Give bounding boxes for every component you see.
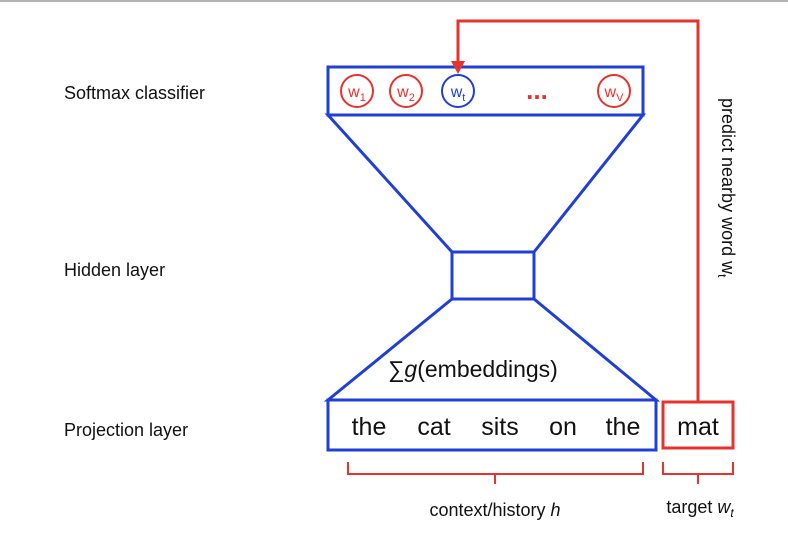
prediction-arrow-line (456, 19, 700, 402)
target-label: target wt (666, 497, 734, 520)
output-w2-text: w2 (396, 84, 415, 104)
prediction-arrow-head (451, 61, 465, 74)
output-wv: wV (597, 74, 631, 108)
predict-nearby-word-label: predict nearby word wt (715, 98, 738, 278)
output-wt-text: wt (450, 84, 466, 104)
output-wt-circle (441, 74, 475, 108)
target-bracket (662, 462, 734, 484)
hidden-to-projection-funnel (323, 297, 661, 402)
output-w2: w2 (389, 74, 423, 108)
context-bracket (347, 462, 644, 484)
softmax-to-hidden-funnel (324, 113, 647, 254)
output-w1: w1 (340, 74, 374, 108)
output-w2-circle (389, 74, 423, 108)
context-word: the (606, 413, 641, 441)
projection-label: Projection layer (64, 420, 188, 440)
output-ellipsis: ... (526, 75, 548, 105)
sum-embeddings-label: ∑g(embeddings) (388, 356, 558, 382)
context-history-label: context/history h (429, 500, 560, 520)
hidden-layer-box (450, 250, 536, 301)
context-word: sits (481, 413, 519, 441)
output-w1-circle (340, 74, 374, 108)
softmax-label: Softmax classifier (64, 83, 205, 103)
output-wv-circle (597, 74, 631, 108)
softmax-layer-box (326, 65, 645, 117)
context-word: on (549, 413, 577, 441)
output-wv-text: wV (604, 84, 625, 104)
projection-layer-box (326, 398, 658, 452)
context-word: cat (417, 413, 450, 441)
output-wt: wt (441, 74, 475, 108)
output-w1-text: w1 (347, 84, 366, 104)
context-word: the (352, 413, 387, 441)
hidden-label: Hidden layer (64, 260, 165, 280)
target-word: mat (677, 413, 719, 441)
